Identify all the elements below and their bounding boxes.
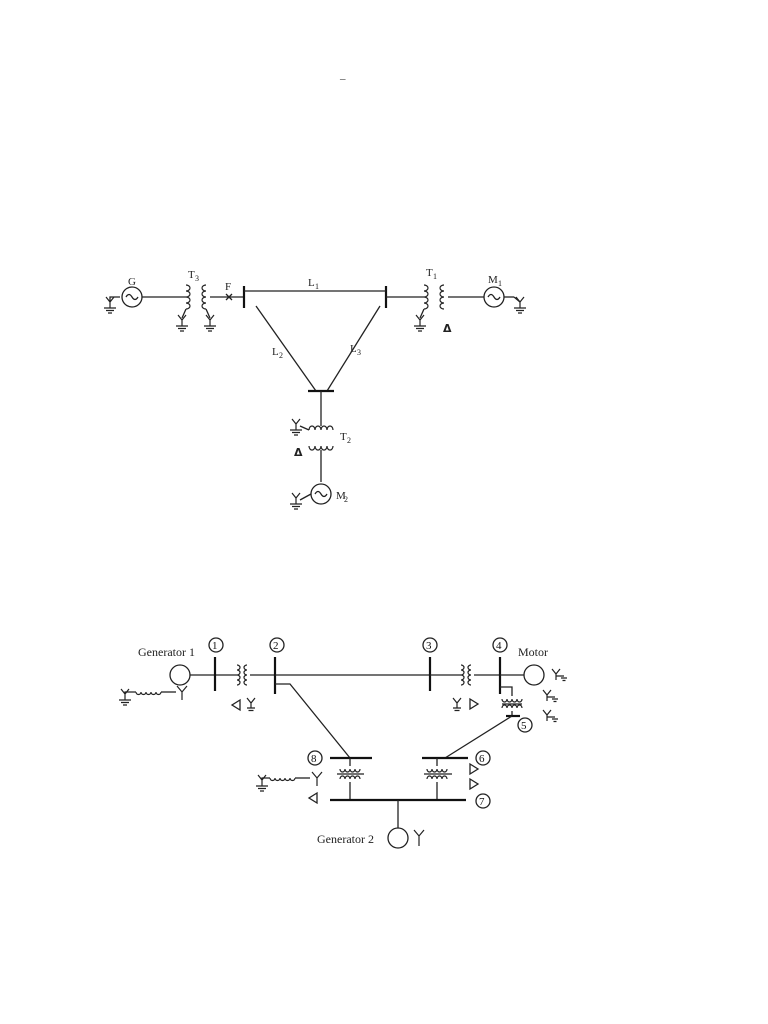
l1-label-sub: 1	[315, 282, 319, 291]
diagram-2: Generator 1 1 2 3	[118, 637, 567, 849]
t1-label-sub: 1	[433, 272, 437, 281]
t1-delta: Δ	[443, 322, 452, 335]
l3-label-sub: 3	[357, 348, 361, 357]
bus-1-marker	[208, 637, 224, 653]
transformer-t3: T 3	[175, 269, 244, 332]
transformer-8-7	[255, 758, 364, 805]
t3-label-sub: 3	[195, 274, 199, 283]
generator-g: G	[103, 276, 143, 314]
l1-label-main: L	[308, 277, 315, 289]
bus-3-marker	[422, 637, 438, 653]
top-mark: _	[339, 69, 346, 81]
bus-2-number: 2	[273, 640, 279, 652]
bus-8-number: 8	[311, 753, 317, 765]
bus-4-marker	[492, 637, 508, 653]
generator-2: Generator 2	[317, 800, 425, 849]
transformer-6-7	[424, 758, 480, 800]
bus-6-number: 6	[479, 753, 485, 765]
bus-3-number: 3	[426, 640, 432, 652]
m1-label-sub: 1	[498, 279, 502, 288]
motor-m1: M 1	[483, 274, 527, 314]
diagram-1: G T 3 F L 1 L 2 L 3	[103, 267, 527, 510]
m2-label-sub: 2	[344, 495, 348, 504]
bus-4-number: 4	[496, 640, 502, 652]
line-l2	[255, 305, 317, 392]
line-l3	[326, 305, 381, 392]
m2-label-main: M	[336, 490, 346, 502]
t2-label-main: T	[340, 431, 347, 443]
transformer-t2: Δ T 2	[289, 418, 351, 482]
transformer-t1: Δ T 1	[413, 267, 484, 335]
t3-label-main: T	[188, 269, 195, 281]
generator-1-label: Generator 1	[138, 645, 195, 659]
bus-5-number: 5	[521, 720, 527, 732]
bus-7-marker	[475, 793, 491, 809]
bus-5-marker	[517, 717, 533, 733]
generator-1: Generator 1	[118, 645, 233, 706]
generator-g-label: G	[128, 276, 136, 288]
bus-7-number: 7	[479, 796, 485, 808]
l2-label-sub: 2	[279, 351, 283, 360]
generator-2-label: Generator 2	[317, 832, 374, 846]
bus-1-number: 1	[212, 640, 218, 652]
t2-delta: Δ	[294, 446, 303, 459]
bus-2-marker	[269, 637, 285, 653]
m1-label-main: M	[488, 274, 498, 286]
bus-6-marker	[475, 750, 491, 766]
bus-8-marker	[307, 750, 323, 766]
motor-m2: M 2	[289, 483, 348, 510]
t1-label-main: T	[426, 267, 433, 279]
line-5-6	[444, 715, 513, 759]
transformer-1-2	[230, 664, 275, 712]
transformer-3-4	[430, 664, 500, 712]
motor: Motor	[500, 645, 567, 686]
l3-label-main: L	[350, 343, 357, 355]
line-2-8	[275, 683, 351, 759]
t2-label-sub: 2	[347, 436, 351, 445]
fault-f: F	[225, 281, 233, 301]
transformer-4-5	[500, 686, 558, 723]
fault-f-label: F	[225, 281, 231, 293]
motor-label: Motor	[518, 645, 548, 659]
l2-label-main: L	[272, 346, 279, 358]
